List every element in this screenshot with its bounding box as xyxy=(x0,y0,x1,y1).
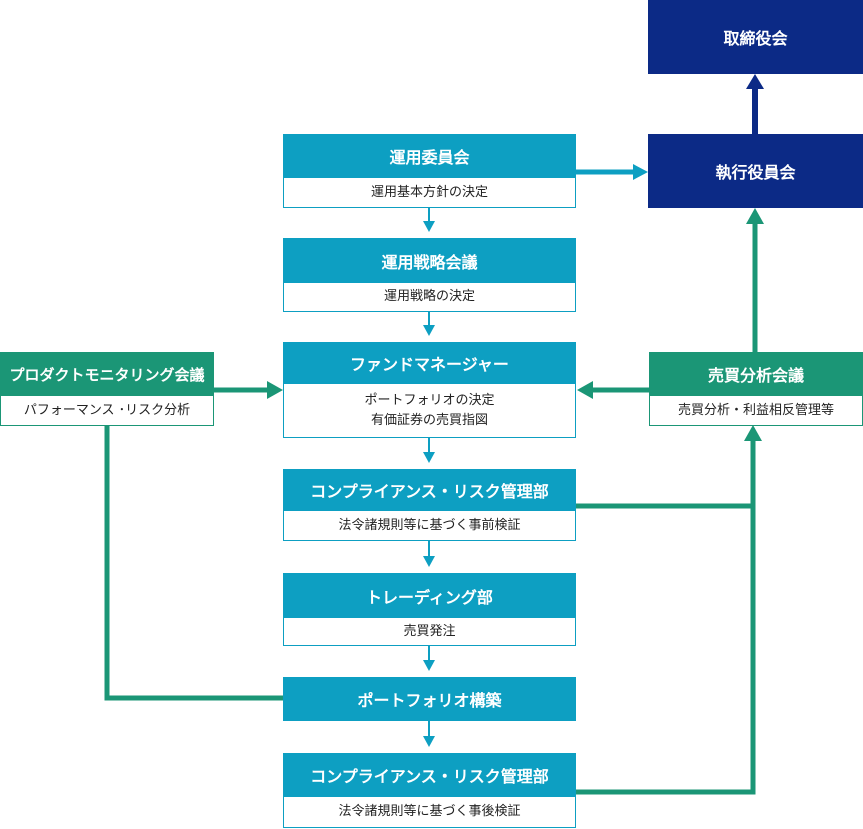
fund-manager-desc-line-1: ポートフォリオの決定 xyxy=(364,392,495,408)
executive-title: 執行役員会 xyxy=(715,163,796,182)
blue-arrows xyxy=(423,164,648,747)
line-portfolio-to-product-monitoring xyxy=(104,426,283,701)
fund-manager-desc: ポートフォリオの決定 有価証券の売買指図 xyxy=(283,384,576,438)
investment-committee-title: 運用委員会 xyxy=(283,134,576,178)
strategy-meeting-title: 運用戦略会議 xyxy=(283,238,576,283)
investment-committee-desc: 運用基本方針の決定 xyxy=(283,178,576,208)
fund-manager-box: ファンドマネージャー ポートフォリオの決定 有価証券の売買指図 xyxy=(283,342,576,438)
portfolio-build-box: ポートフォリオ構築 xyxy=(283,677,576,721)
board-title: 取締役会 xyxy=(723,29,788,48)
trade-analysis-box: 売買分析会議 売買分析・利益相反管理等 xyxy=(649,352,863,426)
trading-title: トレーディング部 xyxy=(283,573,576,618)
product-monitoring-box: プロダクトモニタリング会議 パフォーマンス ･リスク分析 xyxy=(0,352,214,426)
trade-analysis-desc: 売買分析・利益相反管理等 xyxy=(649,396,863,426)
product-monitoring-title: プロダクトモニタリング会議 xyxy=(0,352,214,396)
trade-analysis-title: 売買分析会議 xyxy=(649,352,863,396)
green-lines xyxy=(104,222,758,795)
trading-desc: 売買発注 xyxy=(283,618,576,646)
compliance-pre-box: コンプライアンス・リスク管理部 法令諸規則等に基づく事前検証 xyxy=(283,469,576,541)
arrow-committee-to-strategy xyxy=(423,208,435,232)
navy-arrows xyxy=(746,74,764,134)
trading-box: トレーディング部 売買発注 xyxy=(283,573,576,646)
arrow-portfolio-to-compliance-post xyxy=(423,721,435,747)
arrow-trading-to-portfolio xyxy=(423,646,435,671)
investment-committee-box: 運用委員会 運用基本方針の決定 xyxy=(283,134,576,208)
fund-manager-desc-line-2: 有価証券の売買指図 xyxy=(370,412,488,428)
arrow-strategy-to-fundmanager xyxy=(423,312,435,336)
arrow-compliance-to-trading xyxy=(423,541,435,567)
compliance-pre-title: コンプライアンス・リスク管理部 xyxy=(283,469,576,511)
compliance-pre-desc: 法令諸規則等に基づく事前検証 xyxy=(283,511,576,541)
board-box: 取締役会 xyxy=(648,0,863,74)
compliance-post-desc: 法令諸規則等に基づく事後検証 xyxy=(283,797,576,828)
product-monitoring-desc: パフォーマンス ･リスク分析 xyxy=(0,396,214,426)
line-compliance-post-to-trade-analysis xyxy=(576,440,756,795)
fund-manager-title: ファンドマネージャー xyxy=(283,342,576,384)
arrow-fundmanager-to-compliance xyxy=(423,438,435,463)
strategy-meeting-desc: 運用戦略の決定 xyxy=(283,283,576,312)
compliance-post-title: コンプライアンス・リスク管理部 xyxy=(283,753,576,797)
strategy-meeting-box: 運用戦略会議 運用戦略の決定 xyxy=(283,238,576,312)
compliance-post-box: コンプライアンス・リスク管理部 法令諸規則等に基づく事後検証 xyxy=(283,753,576,828)
portfolio-build-title: ポートフォリオ構築 xyxy=(283,677,576,721)
executive-box: 執行役員会 xyxy=(648,134,863,208)
